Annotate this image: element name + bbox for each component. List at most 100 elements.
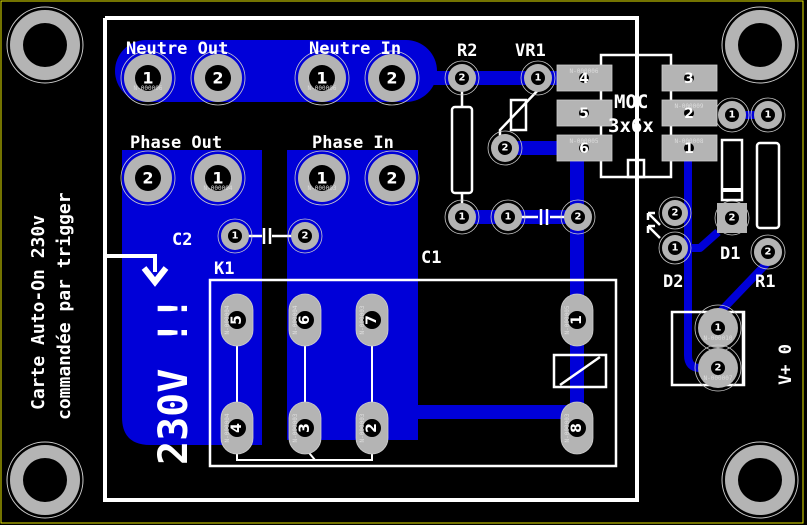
net-label: N-000003 xyxy=(359,305,366,334)
net-label: N-000003 xyxy=(292,413,299,442)
mounting-hole xyxy=(6,6,84,84)
pad-number: 3 xyxy=(684,71,694,87)
pad-k1-2: 2N-000003 xyxy=(355,401,389,455)
label-r2: R2 xyxy=(457,41,477,61)
pad-moc-2: 2N-000009 xyxy=(661,99,718,127)
board-outline xyxy=(103,16,639,502)
net-label: N-000006 xyxy=(308,85,337,92)
pad-moc-3: 3 xyxy=(661,64,718,92)
pad-number: 7 xyxy=(364,315,380,325)
pad-moc-1: 1N-000008 xyxy=(661,134,718,162)
pad-number: 1 xyxy=(569,315,585,325)
net-label: N-000007 xyxy=(704,375,733,382)
pad-number: 1 xyxy=(505,212,512,223)
label-power: V+ 0 xyxy=(776,344,796,385)
net-label: N-000010 xyxy=(704,335,733,342)
pad-number: 1 xyxy=(672,243,679,254)
d1-body xyxy=(720,138,744,202)
pad-number: 2 xyxy=(142,169,153,188)
net-label: N-000004 xyxy=(292,305,299,334)
net-label: N-000004 xyxy=(224,305,231,334)
pad-r1-1: 1 xyxy=(750,97,786,133)
pad-number: 1 xyxy=(212,169,223,188)
silk-labels: Neutre Out Neutre In Phase Out Phase In … xyxy=(28,39,796,465)
pad-k1-7: 7N-000003 xyxy=(355,293,389,347)
pad-number: 8 xyxy=(569,423,585,433)
pad-number: 1 xyxy=(765,110,772,121)
pad-number: 2 xyxy=(212,69,223,88)
warning-arrow-line xyxy=(105,254,157,272)
pad-phase-in-2: 2 xyxy=(364,150,420,206)
pad-number: 2 xyxy=(459,73,466,84)
label-moc: MOC xyxy=(614,91,648,113)
label-moc-variant: 3x6x xyxy=(608,115,654,137)
pad-number: 2 xyxy=(386,169,397,188)
c2-symbol xyxy=(245,228,295,244)
pad-d2-2: 2 xyxy=(658,196,692,230)
net-label: N-000004 xyxy=(204,185,233,192)
pad-neutre-out-2: 2 xyxy=(190,50,246,106)
net-label: N-000003 xyxy=(308,185,337,192)
pad-number: 6 xyxy=(579,141,589,157)
outline xyxy=(103,16,639,502)
pad-d2-1: 1 xyxy=(658,231,692,265)
mounting-hole xyxy=(721,6,799,84)
net-label: N-000003 xyxy=(359,413,366,442)
pad-conn-1: 1N-000010 xyxy=(694,304,742,352)
pad-r2-2: 2 xyxy=(444,60,480,96)
pad-number: 2 xyxy=(502,143,509,154)
pad-number: 1 xyxy=(316,169,327,188)
label-phase-in: Phase In xyxy=(312,133,394,153)
pad-c1-2: 2 xyxy=(560,199,596,235)
pad-neutre-in-2: 2 xyxy=(364,50,420,106)
warning-arrow-head xyxy=(141,266,169,287)
pad-phase-out-2: 2 xyxy=(120,150,176,206)
label-r1: R1 xyxy=(755,272,775,292)
pad-phase-out-1: 1N-000004 xyxy=(190,150,246,206)
pad-neutre-in-1: 1N-000006 xyxy=(294,50,350,106)
mounting-hole xyxy=(6,441,84,519)
vr1-body xyxy=(509,98,528,132)
label-k1: K1 xyxy=(214,259,234,279)
pad-d1-2: 2 xyxy=(714,200,750,236)
pad-number: 1 xyxy=(142,69,153,88)
label-c2: C2 xyxy=(172,230,192,250)
pad-number: 2 xyxy=(364,423,380,433)
pad-moc-6: 6N-000005 xyxy=(556,134,613,162)
k1-coil xyxy=(552,353,608,389)
pad-number: 5 xyxy=(229,315,245,325)
pad-c1-1: 1 xyxy=(490,199,526,235)
pad-r2-1: 1 xyxy=(444,199,480,235)
moc-notch xyxy=(626,158,646,179)
d2-led-arrows xyxy=(646,211,661,239)
pad-conn-2: 2N-000007 xyxy=(694,344,742,392)
neutre-pour xyxy=(115,40,437,102)
k1-outline xyxy=(208,278,618,468)
net-label: N-000005 xyxy=(570,138,599,145)
net-label: N-000008 xyxy=(675,138,704,145)
pad-moc-4: 4N-000006 xyxy=(556,64,613,92)
net-label: N-000005 xyxy=(564,305,571,334)
pad-vr1-2: 2 xyxy=(487,130,523,166)
pad-k1-5: 5N-000004 xyxy=(220,293,254,347)
pad-vr1-1: 1 xyxy=(520,60,556,96)
mounting-hole xyxy=(721,441,799,519)
pad-d1-1: 1 xyxy=(714,97,750,133)
r1-body xyxy=(755,141,781,230)
pad-number: 2 xyxy=(729,213,736,224)
pad-number: 2 xyxy=(575,212,582,223)
net-label: N-000006 xyxy=(570,68,599,75)
pad-number: 6 xyxy=(297,315,313,325)
label-vr1: VR1 xyxy=(515,41,546,61)
k1-coil-slash xyxy=(559,355,601,387)
pad-moc-5: 5 xyxy=(556,99,613,127)
pad-number: 2 xyxy=(386,69,397,88)
mounting-holes xyxy=(6,6,799,519)
pad-number: 1 xyxy=(535,73,542,84)
pad-number: 4 xyxy=(579,71,589,87)
label-phase-out: Phase Out xyxy=(130,133,222,153)
pad-number: 1 xyxy=(729,110,736,121)
pad-number: 1 xyxy=(715,323,722,334)
